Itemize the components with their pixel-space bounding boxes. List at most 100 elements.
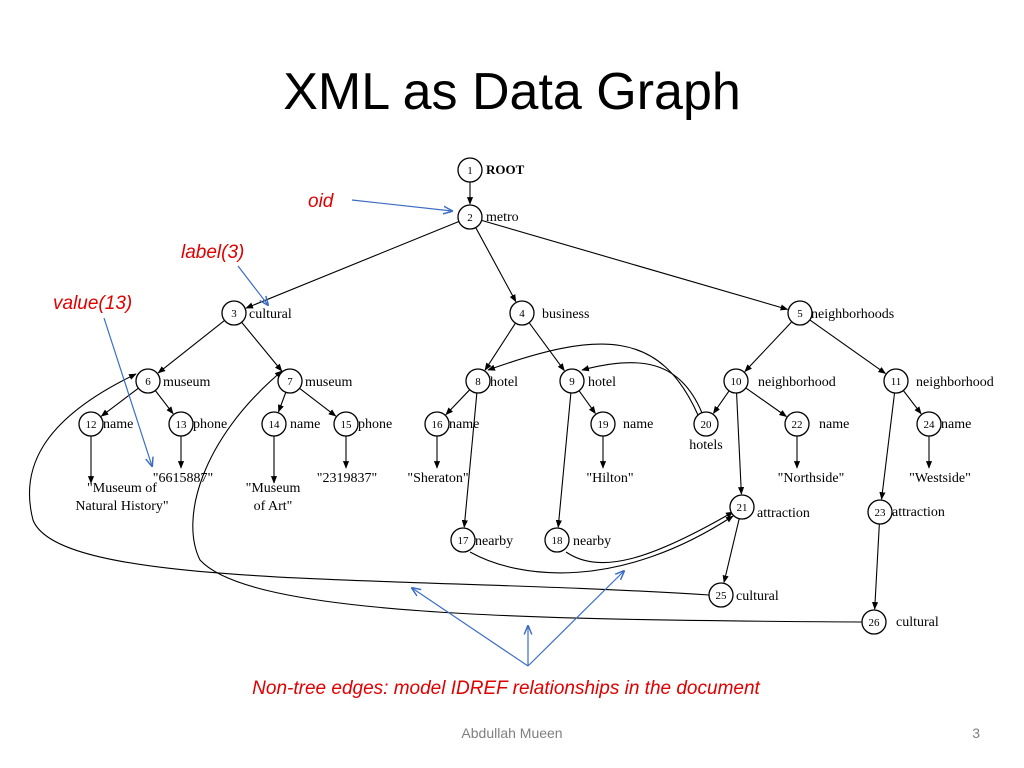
edge-11-24 xyxy=(902,390,922,415)
edge-7-15 xyxy=(299,387,337,417)
node-9-oid: 9 xyxy=(569,376,575,388)
node-2-label: metro xyxy=(486,210,519,225)
node-1-oid: 1 xyxy=(467,165,473,177)
annotations: oid label(3) value(13) Non-tree edges: m… xyxy=(53,191,761,699)
node-6-circle xyxy=(135,368,161,394)
edge-11-23 xyxy=(879,392,896,500)
edge-6-13 xyxy=(154,390,174,415)
node-12-label: name xyxy=(103,417,133,432)
node-26-circle xyxy=(861,609,887,635)
annotation-non-tree-edges: Non-tree edges: model IDREF relationship… xyxy=(252,678,760,699)
node-6-label: museum xyxy=(163,375,211,390)
page-number: 3 xyxy=(972,725,980,741)
node-23-oid: 23 xyxy=(875,507,887,519)
node-19-label: name xyxy=(623,417,653,432)
node-15: 15 phone xyxy=(333,411,392,437)
node-1: 1 ROOT xyxy=(457,157,525,183)
node-21-oid: 21 xyxy=(737,502,748,514)
node-8-circle xyxy=(465,368,491,394)
tree-edges xyxy=(87,182,933,610)
node-19-circle xyxy=(590,411,616,437)
node-16-oid: 16 xyxy=(432,419,444,431)
node-25: 25 cultural xyxy=(708,582,779,608)
value-19-line-0: "Hilton" xyxy=(586,471,633,486)
annotation-oid: oid xyxy=(308,191,335,212)
value-16-line-0: "Sheraton" xyxy=(407,471,468,486)
node-18-label: nearby xyxy=(573,534,611,549)
edge-5-11 xyxy=(809,319,887,374)
node-12-oid: 12 xyxy=(86,419,97,431)
node-21-circle xyxy=(729,494,755,520)
node-4-circle xyxy=(509,300,535,326)
node-10-circle xyxy=(723,368,749,394)
node-7-circle xyxy=(277,368,303,394)
node-10-label: neighborhood xyxy=(758,375,836,390)
value-14-line-1: of Art" xyxy=(254,499,293,514)
node-16-label: name xyxy=(449,417,479,432)
non-tree-edges xyxy=(28,343,863,623)
node-1-label: ROOT xyxy=(486,162,525,177)
node-5-circle xyxy=(787,300,813,326)
node-4-oid: 4 xyxy=(519,308,525,320)
value-22-line-0: "Northside" xyxy=(778,471,845,486)
node-9-label: hotel xyxy=(588,375,616,390)
edge-2-5 xyxy=(481,219,789,311)
value-14-line-0: "Museum xyxy=(246,481,301,496)
node-22-oid: 22 xyxy=(792,419,803,431)
node-3-oid: 3 xyxy=(231,308,237,320)
node-19: 19 name xyxy=(590,411,653,437)
annotation-nontree-arrow-right xyxy=(527,571,624,667)
node-18-oid: 18 xyxy=(552,535,564,547)
edge-7-14 xyxy=(278,392,287,413)
node-11-label: neighborhood xyxy=(916,375,994,390)
node-20-label: hotels xyxy=(689,438,722,453)
node-4-label: business xyxy=(542,307,589,322)
node-12: 12 name xyxy=(78,411,133,437)
non-tree-edge-20-9 xyxy=(581,362,703,414)
node-3-circle xyxy=(221,300,247,326)
node-17-circle xyxy=(450,527,476,553)
value-24-line-0: "Westside" xyxy=(909,471,971,486)
edge-5-10 xyxy=(744,321,793,373)
edge-4-8 xyxy=(484,322,516,371)
node-15-oid: 15 xyxy=(341,419,353,431)
node-13-label: phone xyxy=(193,417,227,432)
node-24-label: name xyxy=(941,417,971,432)
node-8-label: hotel xyxy=(490,375,518,390)
node-10: 10 neighborhood xyxy=(723,368,836,394)
node-15-circle xyxy=(333,411,359,437)
annotation-label-arrow xyxy=(237,265,268,305)
annotation-value: value(13) xyxy=(53,293,132,314)
non-tree-edge-18-21 xyxy=(565,511,734,564)
edge-8-16 xyxy=(445,389,471,416)
node-10-oid: 10 xyxy=(731,376,743,388)
edge-6-12 xyxy=(100,387,139,417)
node-22: 22 name xyxy=(784,411,849,437)
node-20-circle xyxy=(693,411,719,437)
node-25-label: cultural xyxy=(736,589,779,604)
footer-author: Abdullah Mueen xyxy=(461,725,563,741)
node-9-circle xyxy=(559,368,585,394)
node-25-oid: 25 xyxy=(716,590,728,602)
node-19-oid: 19 xyxy=(598,419,610,431)
node-2-oid: 2 xyxy=(467,212,473,224)
node-18: 18 nearby xyxy=(544,527,611,553)
node-22-label: name xyxy=(819,417,849,432)
node-5-oid: 5 xyxy=(797,308,803,320)
annotation-label: label(3) xyxy=(181,242,244,263)
node-23-label: attraction xyxy=(892,505,945,520)
node-7-oid: 7 xyxy=(287,376,293,388)
node-16-circle xyxy=(424,411,450,437)
edge-10-22 xyxy=(745,387,788,417)
node-15-label: phone xyxy=(358,417,392,432)
node-24-oid: 24 xyxy=(924,419,936,431)
node-14-label: name xyxy=(290,417,320,432)
